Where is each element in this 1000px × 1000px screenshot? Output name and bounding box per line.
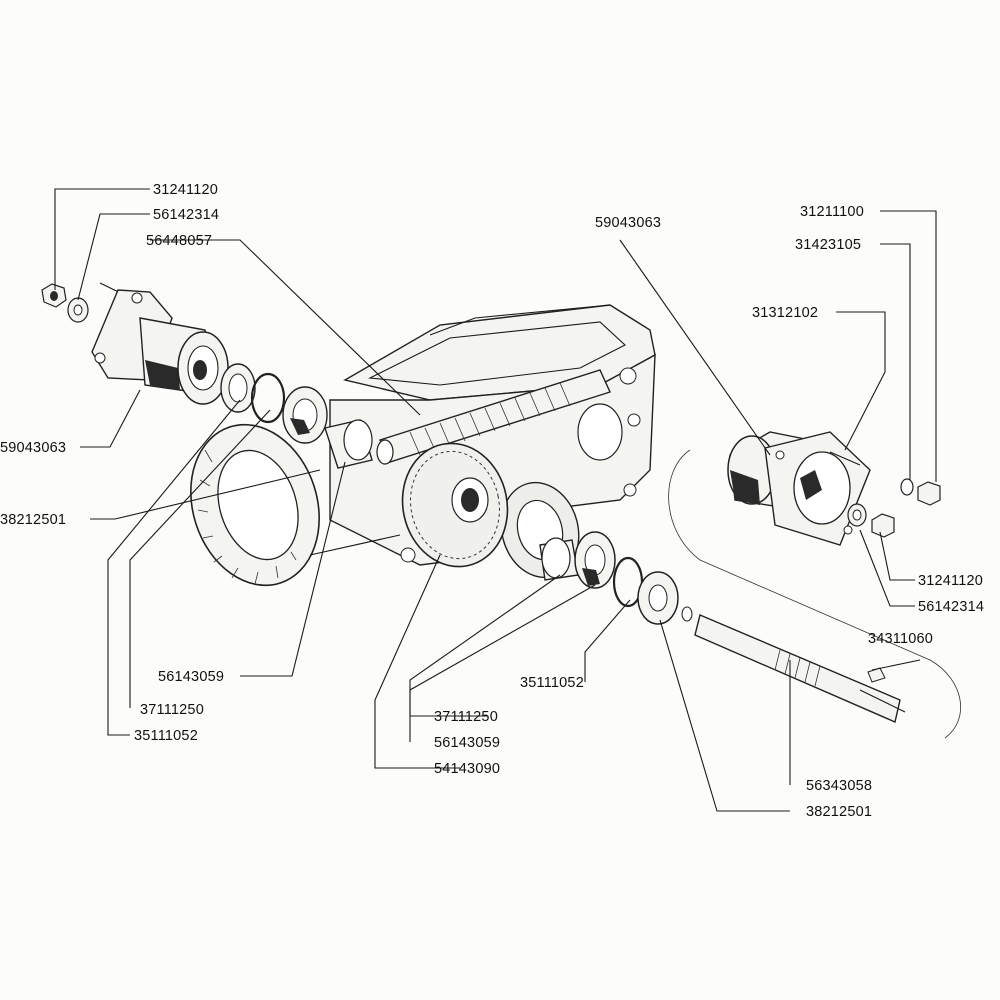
callout-label: 38212501: [0, 512, 66, 528]
callout-label: 37111250: [434, 709, 498, 725]
callout-label: 56143059: [158, 669, 224, 685]
callout-label: 56142314: [153, 207, 219, 223]
right-bearing-stack: [539, 531, 679, 625]
callout-label: 31241120: [918, 573, 983, 589]
callout-label: 54143090: [434, 761, 500, 777]
callout-label: 56142314: [918, 599, 984, 615]
left-bearing-stack: [220, 363, 373, 469]
callout-label: 35111052: [134, 728, 198, 744]
callout-label: 38212501: [806, 804, 872, 820]
callout-label: 35111052: [520, 675, 584, 691]
callout-labels: 31241120 56142314 56448057 59043063 3821…: [0, 182, 984, 820]
callout-label: 59043063: [595, 215, 661, 231]
callout-label: 31312102: [752, 305, 818, 321]
worm-wheel: [401, 442, 509, 568]
callout-label: 59043063: [0, 440, 66, 456]
callout-label: 31423105: [795, 237, 861, 253]
callout-label: 34311060: [868, 631, 933, 647]
output-shaft: [681, 606, 906, 723]
callout-label: 31241120: [153, 182, 218, 198]
callout-label: 56448057: [146, 233, 212, 249]
callout-label: 56343058: [806, 778, 872, 794]
callout-label: 31211100: [800, 204, 864, 220]
worm-shaft: [376, 369, 611, 465]
right-cover-assembly: [668, 431, 961, 739]
left-cover-assembly: [41, 282, 229, 405]
callout-label: 37111250: [140, 702, 204, 718]
leader-lines: [54, 188, 937, 812]
callout-label: 56143059: [434, 735, 500, 751]
